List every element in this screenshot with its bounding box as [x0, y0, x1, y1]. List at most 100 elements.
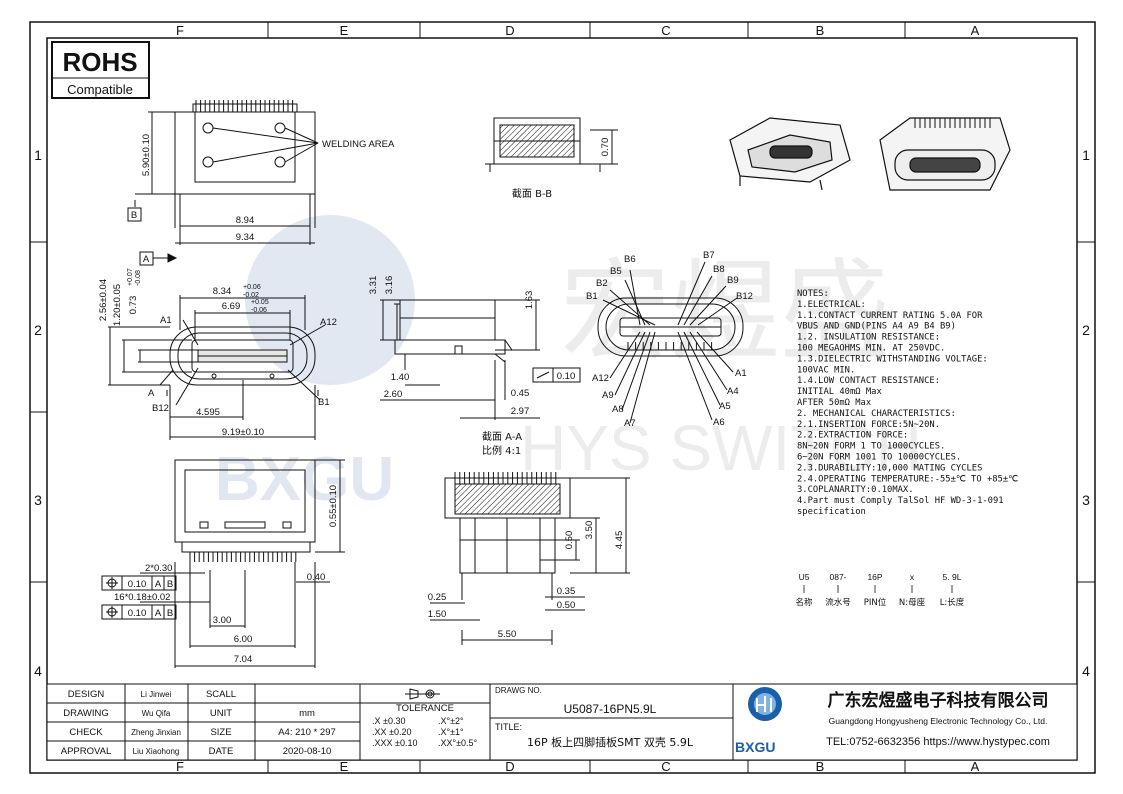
- svg-text:0.73: 0.73: [128, 296, 139, 315]
- drawing-info: DRAWG NO. U5087-16PN5.9L TITLE: 16P 板上四脚…: [495, 686, 694, 749]
- title-block-grid: [46, 683, 1078, 761]
- front-dim-5: 6.69: [222, 301, 241, 312]
- section-bb-dim: 0.70: [600, 138, 611, 157]
- note-line: 1.1.CONTACT CURRENT RATING 5.0A FOR: [797, 311, 983, 321]
- section-aa-view: [430, 472, 630, 645]
- front-dim-4-up: +0.06: [243, 284, 261, 291]
- gdt-tol-2: 0.10: [128, 608, 147, 619]
- company-logo-icon: [748, 687, 782, 721]
- row-1-right: 1: [1082, 147, 1090, 163]
- code-pins: 16P: [867, 572, 882, 582]
- note-line: 8N~20N FORM 1 TO 1000CYCLES.: [797, 442, 945, 452]
- code-serial: 087-: [829, 572, 846, 582]
- code-label-length: L:长度: [940, 597, 965, 608]
- code-name: U5: [799, 572, 810, 582]
- sec-dim-6: 0.35: [557, 586, 576, 597]
- pin-a6: A6: [713, 417, 725, 428]
- top-view-labels: 5.90±0.10 WELDING AREA 8.94 9.34 B A: [131, 134, 395, 265]
- section-bb: [485, 117, 618, 172]
- tol-row-1-b: .X°±2°: [438, 716, 464, 726]
- tol-row-2-b: .X°±1°: [438, 727, 464, 737]
- column-labels-bottom: F E D C B A: [176, 759, 980, 774]
- title-block-role: APPROVAL: [61, 746, 112, 757]
- title-label: TITLE:: [495, 722, 522, 732]
- section-aa-scale: 比例 4:1: [482, 444, 521, 457]
- title-block-key: SIZE: [210, 727, 231, 738]
- sec-dim-3: 0.50: [564, 531, 575, 550]
- note-line: 2.1.INSERTION FORCE:5N~20N.: [797, 420, 940, 430]
- pinout-contacts: [627, 342, 713, 350]
- col-b-bottom: B: [816, 759, 825, 774]
- note-line: NOTES:: [797, 289, 829, 299]
- side-dim-2: 3.16: [384, 276, 395, 295]
- drawing-no-label: DRAWG NO.: [495, 686, 542, 695]
- note-line: 1.3.DIELECTRIC WITHSTANDING VOLTAGE:: [797, 354, 988, 364]
- col-f: F: [176, 23, 184, 38]
- row-3-right: 3: [1082, 492, 1090, 508]
- row-1-left: 1: [34, 147, 42, 163]
- front-dim-6: 4.595: [196, 407, 220, 418]
- section-bb-label: 截面 B-B: [512, 187, 552, 200]
- section-bb-labels: 0.70 截面 B-B: [512, 138, 611, 200]
- pin-b7: B7: [703, 250, 715, 261]
- front-b12: B12: [152, 403, 169, 414]
- note-line: VBUS AND GND(PINS A4 A9 B4 B9): [797, 322, 956, 332]
- front-dim-4: 8.34: [213, 286, 232, 297]
- pin-b9: B9: [727, 275, 739, 286]
- front-dim-3-up: +0.07: [127, 268, 134, 286]
- pin-b12: B12: [736, 291, 753, 302]
- top-view-pins: [195, 100, 294, 112]
- pin-b2: B2: [596, 278, 608, 289]
- row-2-right: 2: [1082, 322, 1090, 338]
- note-line: 1.ELECTRICAL:: [797, 300, 866, 310]
- note-line: 100VAC MIN.: [797, 365, 855, 375]
- title-block-name: Liu Xiaohong: [133, 747, 180, 756]
- part-code: U5 087- 16P x 5. 9L 名称 流水号 PIN位 N:母座 L:长…: [795, 572, 964, 608]
- col-c: C: [661, 23, 670, 38]
- note-line: 100 MEGAOHMS MIN. AT 250VDC.: [797, 344, 945, 354]
- col-a-bottom: A: [971, 759, 980, 774]
- note-line: AFTER 50mΩ Max: [797, 398, 871, 408]
- front-dim-5-up: +0.05: [251, 299, 269, 306]
- row-4-right: 4: [1082, 663, 1090, 679]
- projection-symbol-icon: [405, 688, 440, 700]
- sec-dim-1: 3.50: [584, 521, 595, 540]
- front-dim-3-dn: -0.08: [135, 270, 142, 286]
- code-length: 5. 9L: [943, 572, 962, 582]
- pin-b6: B6: [624, 254, 636, 265]
- col-e: E: [340, 23, 349, 38]
- section-aa-label: 截面 A-A: [482, 430, 522, 443]
- zone-ticks: [30, 22, 1095, 773]
- col-d: D: [505, 23, 514, 38]
- bottom-view-pins: [189, 552, 297, 562]
- bottom-dim-2: 0.40: [307, 572, 326, 583]
- pinout-view: [597, 261, 744, 424]
- note-line: 1.2. INSULATION RESISTANCE:: [797, 333, 940, 343]
- sec-dim-4: 0.25: [428, 592, 447, 603]
- pin-a12: A12: [592, 373, 609, 384]
- pinout-labels: B6 B5 B2 B1 B7 B8 B9 B12 A12 A9 A8 A7 A1…: [586, 250, 753, 429]
- sec-dim-2: 4.45: [614, 531, 625, 550]
- dim-outer: 9.34: [236, 232, 255, 243]
- col-c-bottom: C: [661, 759, 670, 774]
- notes-block: NOTES:1.ELECTRICAL: 1.1.CONTACT CURRENT …: [797, 289, 1018, 517]
- note-line: 4.Part must Comply TalSol HF WD-3-1-091: [797, 496, 1004, 506]
- dim-inner: 8.94: [236, 215, 255, 226]
- side-dim-6: 0.45: [511, 388, 530, 399]
- column-labels-top: F E D C B A: [176, 23, 980, 38]
- code-label-pins: PIN位: [864, 597, 887, 608]
- code-label-serial: 流水号: [825, 597, 851, 608]
- title-block-key: UNIT: [210, 708, 232, 719]
- bottom-dim-3: 3.00: [213, 615, 232, 626]
- side-flat: 0.10: [557, 371, 576, 382]
- company-logo-text: BXGU: [735, 739, 775, 755]
- bottom-pitch-b: 16*0.18±0.02: [114, 592, 170, 603]
- tol-row-3-a: .XXX ±0.10: [372, 738, 417, 748]
- side-dim-5: 2.60: [384, 389, 403, 400]
- front-dim-4-dn: -0.02: [243, 292, 259, 299]
- bottom-dim-5: 7.04: [234, 654, 253, 665]
- gdt-tol-1: 0.10: [128, 579, 147, 590]
- bottom-view: [101, 459, 345, 668]
